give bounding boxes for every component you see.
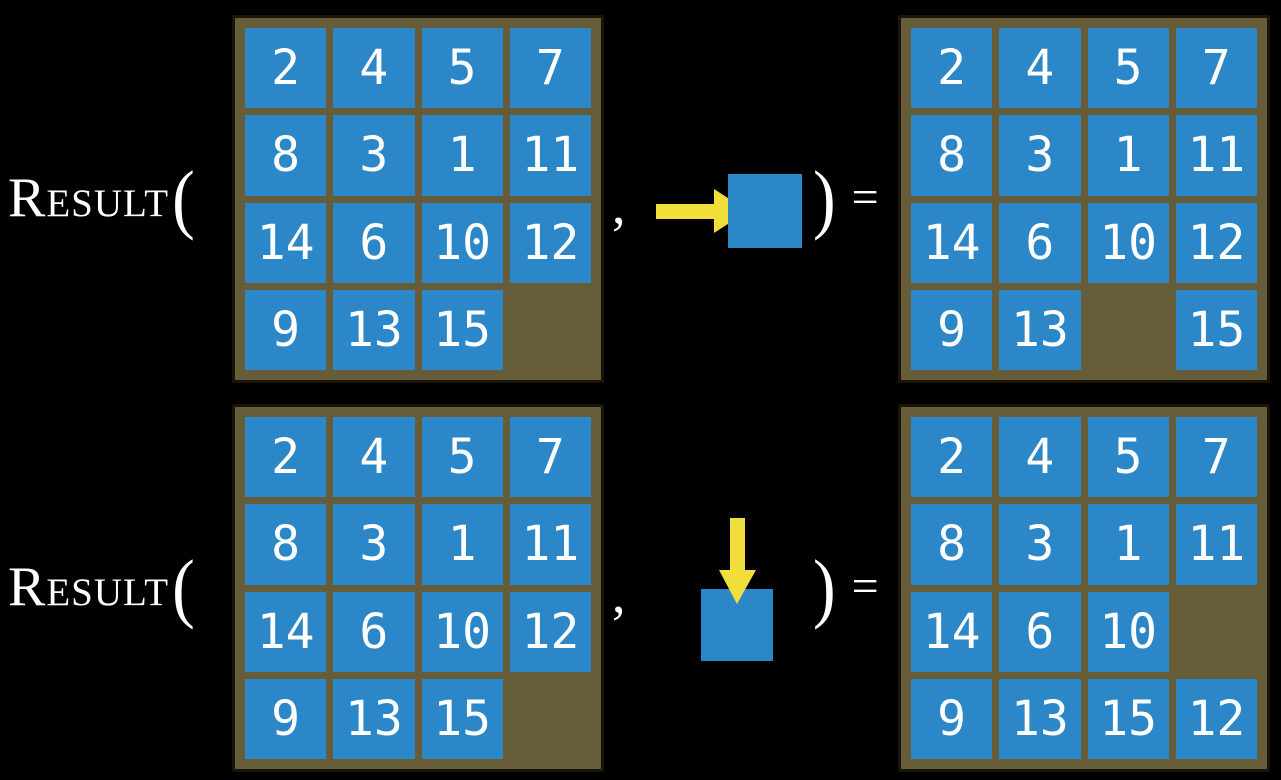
puzzle-tile: 14 xyxy=(911,202,993,283)
puzzle-tile: 1 xyxy=(1087,504,1169,585)
puzzle-tile: 12 xyxy=(1175,678,1257,759)
puzzle-tile: 15 xyxy=(1175,289,1257,370)
result-function-label: Result( xyxy=(8,156,195,240)
moving-tile xyxy=(728,174,802,248)
puzzle-tile: 13 xyxy=(333,678,415,759)
empty-cell xyxy=(510,290,591,370)
puzzle-tile: 9 xyxy=(245,678,327,759)
puzzle-tile: 13 xyxy=(999,289,1081,370)
puzzle-tile: 14 xyxy=(245,591,327,672)
puzzle-tile: 2 xyxy=(245,28,327,109)
function-name: Result xyxy=(8,167,170,229)
empty-cell xyxy=(1088,290,1169,370)
puzzle-tile: 11 xyxy=(1175,504,1257,585)
puzzle-tile: 7 xyxy=(509,417,591,498)
puzzle-tile: 11 xyxy=(509,115,591,196)
puzzle-tile: 4 xyxy=(999,417,1081,498)
puzzle-tile: 6 xyxy=(333,591,415,672)
puzzle-tile: 10 xyxy=(1087,202,1169,283)
puzzle-tile: 8 xyxy=(245,115,327,196)
puzzle-tile: 2 xyxy=(911,417,993,498)
puzzle-tile: 7 xyxy=(509,28,591,109)
puzzle-tile: 13 xyxy=(999,678,1081,759)
close-paren: ) xyxy=(813,543,836,631)
open-paren: ( xyxy=(172,543,195,631)
move-right-action-icon xyxy=(648,174,804,248)
puzzle-tile: 6 xyxy=(333,202,415,283)
puzzle-tile: 4 xyxy=(999,28,1081,109)
puzzle-tile: 14 xyxy=(245,202,327,283)
puzzle-tile: 11 xyxy=(1175,115,1257,196)
puzzle-tile: 6 xyxy=(999,591,1081,672)
close-paren-equals: ) = xyxy=(810,545,879,629)
puzzle-tile: 8 xyxy=(911,115,993,196)
open-paren: ( xyxy=(172,154,195,242)
puzzle-tile: 8 xyxy=(245,504,327,585)
puzzle-tile: 9 xyxy=(911,678,993,759)
puzzle-tile: 3 xyxy=(333,115,415,196)
comma-separator: , xyxy=(612,564,626,625)
puzzle-tile: 15 xyxy=(1087,678,1169,759)
puzzle-tile: 2 xyxy=(245,417,327,498)
close-paren-equals: ) = xyxy=(810,156,879,240)
puzzle-tile: 14 xyxy=(911,591,993,672)
puzzle-tile: 3 xyxy=(999,115,1081,196)
result-function-label: Result( xyxy=(8,545,195,629)
move-down-action-icon xyxy=(694,510,784,668)
puzzle-tile: 12 xyxy=(509,591,591,672)
puzzle-tile: 1 xyxy=(421,115,503,196)
empty-cell xyxy=(1176,592,1257,672)
puzzle-tile: 5 xyxy=(421,417,503,498)
puzzle-tile: 1 xyxy=(421,504,503,585)
puzzle-tile: 10 xyxy=(421,202,503,283)
function-name: Result xyxy=(8,556,170,618)
puzzle-tile: 12 xyxy=(1175,202,1257,283)
puzzle-tile: 5 xyxy=(1087,28,1169,109)
empty-cell xyxy=(510,679,591,759)
puzzle-tile: 2 xyxy=(911,28,993,109)
equals-sign: = xyxy=(851,560,879,613)
puzzle-tile: 9 xyxy=(911,289,993,370)
equals-sign: = xyxy=(851,171,879,224)
down-arrow-icon xyxy=(719,518,756,604)
puzzle-tile: 13 xyxy=(333,289,415,370)
puzzle-tile: 3 xyxy=(999,504,1081,585)
puzzle-tile: 15 xyxy=(421,678,503,759)
puzzle-tile: 3 xyxy=(333,504,415,585)
puzzle-tile: 4 xyxy=(333,28,415,109)
puzzle-tile: 9 xyxy=(245,289,327,370)
puzzle-tile: 10 xyxy=(421,591,503,672)
puzzle-tile: 6 xyxy=(999,202,1081,283)
puzzle-tile: 15 xyxy=(421,289,503,370)
comma-separator: , xyxy=(612,175,626,236)
puzzle-tile: 1 xyxy=(1087,115,1169,196)
puzzle-tile: 8 xyxy=(911,504,993,585)
puzzle-tile: 11 xyxy=(509,504,591,585)
puzzle-tile: 5 xyxy=(1087,417,1169,498)
puzzle-tile: 7 xyxy=(1175,417,1257,498)
close-paren: ) xyxy=(813,154,836,242)
puzzle-tile: 5 xyxy=(421,28,503,109)
puzzle-tile: 12 xyxy=(509,202,591,283)
puzzle-tile: 10 xyxy=(1087,591,1169,672)
puzzle-tile: 7 xyxy=(1175,28,1257,109)
puzzle-tile: 4 xyxy=(333,417,415,498)
